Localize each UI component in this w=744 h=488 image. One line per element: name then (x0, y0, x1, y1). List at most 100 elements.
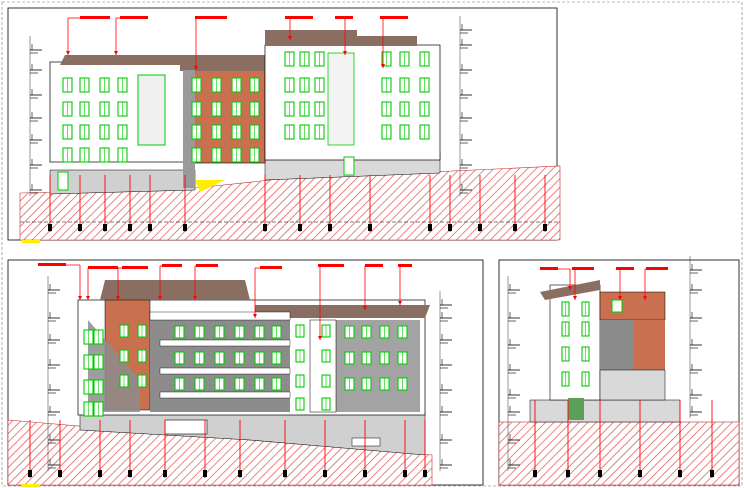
north-foot-0 (48, 224, 52, 231)
side-windows (561, 299, 623, 387)
north-callout-label-4 (335, 16, 353, 19)
north-callout-label-3 (285, 16, 313, 19)
north-callout-label-1 (120, 16, 148, 19)
north-left-curtain (137, 74, 166, 146)
south-foot-7 (283, 470, 287, 477)
side-foot-0 (533, 470, 537, 477)
south-roof-right (255, 305, 430, 318)
north-foot-3 (128, 224, 132, 231)
south-callout-arrow-5 (253, 314, 257, 318)
north-foot-11 (448, 224, 452, 231)
north-yellow-accent (195, 180, 225, 192)
north-foot-6 (263, 224, 267, 231)
south-slab-3 (159, 367, 291, 375)
south-callout-label-5 (260, 266, 282, 269)
south-foot-3 (128, 470, 132, 477)
south-level-markers-left (47, 276, 60, 471)
south-step-block (351, 437, 381, 447)
south-callout-arrow-8 (398, 301, 402, 305)
south-elevation-view (7, 259, 484, 486)
side-callout-arrow-0 (568, 286, 572, 290)
south-foot-6 (238, 470, 242, 477)
north-foot-4 (148, 224, 152, 231)
north-callout-arrow-0 (66, 51, 70, 55)
side-entrance (568, 398, 584, 420)
side-callout-label-2 (616, 267, 634, 270)
south-foot-11 (423, 470, 427, 477)
south-slab-1 (149, 311, 291, 321)
south-callout-arrow-7 (363, 306, 367, 310)
south-slab-4 (159, 391, 291, 399)
south-annotations (28, 263, 427, 478)
north-foot-7 (298, 224, 302, 231)
side-callout-arrow-3 (643, 296, 647, 300)
south-callout-label-6 (318, 264, 344, 267)
south-callout-arrow-4 (193, 296, 197, 300)
side-ground-floor (599, 369, 666, 401)
side-annotations (533, 267, 714, 478)
north-annotations (48, 16, 547, 232)
side-foot-3 (638, 470, 642, 477)
north-callout-arrow-3 (288, 36, 292, 40)
north-level-markers-right (459, 16, 472, 196)
south-foot-1 (58, 470, 62, 477)
south-door-block (164, 419, 208, 435)
south-foot-4 (163, 470, 167, 477)
north-plinth-left (49, 169, 196, 195)
south-callout-arrow-6 (318, 336, 322, 340)
south-callout-label-7 (365, 264, 383, 267)
south-callout-label-4 (196, 264, 218, 267)
side-foot-1 (566, 470, 570, 477)
side-callout-label-3 (646, 267, 668, 270)
south-foot-8 (323, 470, 327, 477)
north-foot-5 (183, 224, 187, 231)
south-roof-main (100, 280, 250, 300)
yellow-mark-2 (22, 484, 40, 487)
north-roof-right (265, 30, 357, 46)
side-foot-2 (598, 470, 602, 477)
south-level-markers-right (439, 291, 452, 471)
south-callout-label-1 (88, 266, 118, 269)
side-brick-1 (599, 291, 666, 321)
south-callout-arrow-2 (116, 296, 120, 300)
south-callout-label-2 (122, 266, 148, 269)
north-foot-8 (328, 224, 332, 231)
side-callout-arrow-2 (618, 296, 622, 300)
north-foot-12 (478, 224, 482, 231)
south-foot-5 (203, 470, 207, 477)
south-callout-label-3 (162, 264, 182, 267)
north-windows (57, 51, 430, 191)
north-curtain-wall (327, 52, 355, 146)
south-slab-2 (159, 339, 291, 347)
north-roof-center (180, 55, 265, 71)
side-brick-3 (633, 345, 665, 370)
south-callout-arrow-0 (78, 296, 82, 300)
north-level-markers-left (29, 36, 42, 196)
south-foot-9 (363, 470, 367, 477)
north-foot-1 (78, 224, 82, 231)
north-callout-arrow-4 (343, 51, 347, 55)
north-roof-left (60, 55, 185, 65)
north-foot-14 (543, 224, 547, 231)
south-foot-2 (98, 470, 102, 477)
side-brick-2 (633, 320, 665, 345)
north-foot-10 (428, 224, 432, 231)
side-plinth (529, 399, 681, 423)
north-callout-label-0 (80, 16, 110, 19)
north-foot-2 (103, 224, 107, 231)
side-ground-section (498, 421, 740, 486)
north-callout-label-5 (380, 16, 408, 19)
south-callout-arrow-3 (158, 296, 162, 300)
side-foot-4 (678, 470, 682, 477)
south-foot-10 (403, 470, 407, 477)
south-callout-arrow-1 (86, 296, 90, 300)
north-elevation-view (7, 7, 561, 241)
south-callout-label-8 (398, 264, 412, 267)
south-foot-0 (28, 470, 32, 477)
north-foot-9 (368, 224, 372, 231)
north-callout-arrow-1 (114, 51, 118, 55)
north-foot-13 (513, 224, 517, 231)
yellow-mark-1 (22, 240, 40, 243)
north-roof-right-2 (357, 36, 417, 46)
